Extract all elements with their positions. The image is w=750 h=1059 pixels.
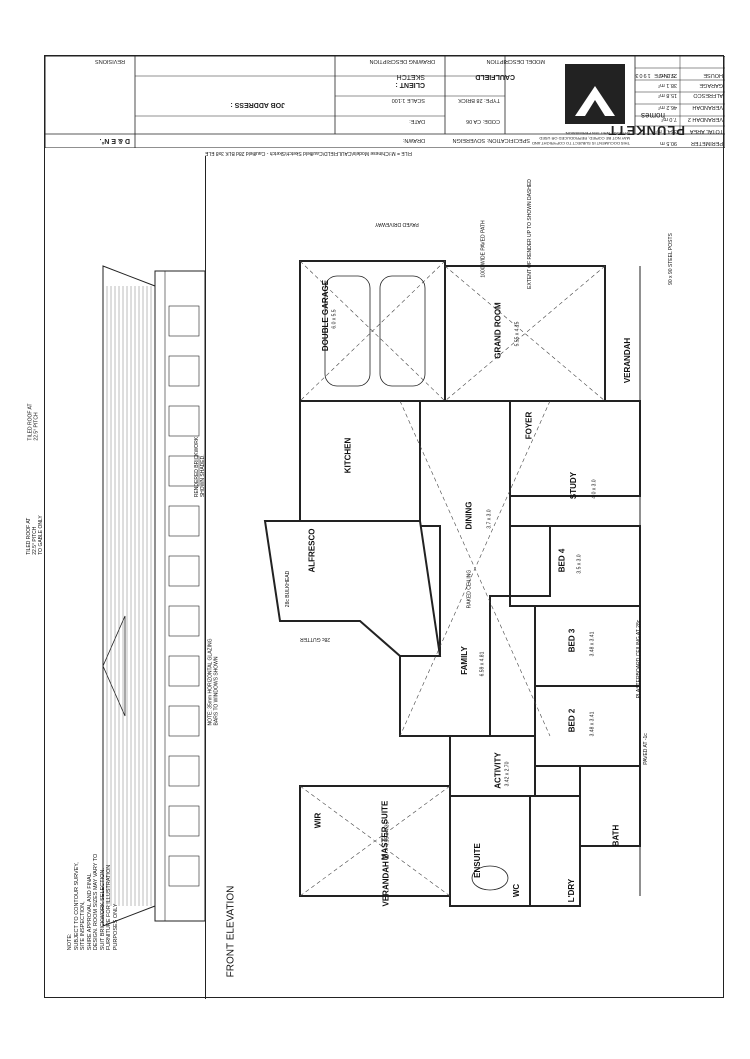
room-dining: DINING xyxy=(464,501,474,530)
drawing-sheet: D & E N°. JOB ADDRESS : CLIENT : REVISIO… xyxy=(26,55,725,999)
size-garage: 6.0 x 5.5 xyxy=(331,309,338,329)
room-activity: ACTIVITY xyxy=(493,752,503,789)
room-study: STUDY xyxy=(569,471,579,500)
drawing-type: SKETCH xyxy=(396,73,425,80)
room-bath: BATH xyxy=(611,824,621,847)
floor-plan xyxy=(263,260,641,907)
elevation-note-roof: TILED ROOF AT 22.5° PITCH xyxy=(27,403,40,441)
note-paved: PAVED AT -1c xyxy=(642,733,649,765)
room-verandah: VERANDAH xyxy=(623,337,633,384)
room-wc: WC xyxy=(512,883,522,898)
area-value: 15.8 m² xyxy=(658,92,677,98)
code: CODE: CA 06 xyxy=(466,118,500,124)
scale: SCALE 1:100 xyxy=(391,97,425,103)
elevation-note-gable: TILED ROOF AT 22.5° PITCH TO GABLE ONLY xyxy=(25,515,44,555)
note-bulkhead: 28c BULKHEAD xyxy=(285,570,292,608)
size-study: 4.0 x 3.0 xyxy=(591,479,598,499)
area-value: 27.3 m² xyxy=(658,72,677,78)
area-label: PERIMETER xyxy=(690,140,723,146)
area-value: 364.7 m² xyxy=(655,128,677,134)
area-label: TOTAL AREA xyxy=(689,128,723,134)
size-bed-2: 3.48 x 3.41 xyxy=(589,711,596,737)
size-master-suite: 4.55 x 4.35 xyxy=(384,821,391,847)
room-garage: DOUBLE GARAGE xyxy=(321,279,331,352)
size-bed-3: 3.48 x 3.41 xyxy=(589,631,596,657)
elevation-note-rendered: RENDERED BRICKWORK SHOWN SHADED. xyxy=(194,436,207,498)
room-wir: WIR xyxy=(313,812,323,829)
area-value: 46.2 m² xyxy=(658,104,677,110)
room-kitchen: KITCHEN xyxy=(343,437,353,474)
area-label: HOUSE xyxy=(703,72,723,78)
room-bed-4: BED 4 xyxy=(557,548,567,573)
note-plasterboard: PLASTERBOARD CEILING AT 28c xyxy=(636,619,643,699)
general-notes: NOTE: SUBJECT TO CONTOUR SURVEY, SITE IN… xyxy=(67,853,119,951)
room-bed-2: BED 2 xyxy=(567,708,577,733)
area-label: VERANDAH 2 xyxy=(687,116,723,122)
note-paved-path: 1000 WIDE PAVED PATH xyxy=(480,220,487,278)
area-label: VERANDAH xyxy=(692,104,723,110)
view-title: FRONT ELEVATION xyxy=(225,885,237,978)
specification: SPECIFICATION: SOVEREIGN xyxy=(452,137,530,143)
job-address-label: JOB ADDRESS : xyxy=(230,101,285,108)
room-foyer: FOYER xyxy=(524,411,534,440)
disclaimer: THIS DOCUMENT IS SUBJECT TO COPYRIGHT AN… xyxy=(531,131,630,146)
area-label: GARAGE xyxy=(699,82,723,88)
front-elevation xyxy=(102,265,206,927)
date-label: DATE: xyxy=(409,118,425,124)
area-value: 90.5 m xyxy=(660,140,677,146)
size-activity: 3.42 x 2.70 xyxy=(504,761,511,787)
size-dining: 3.7 x 3.0 xyxy=(486,509,493,529)
model-desc-label: MODEL DESCRIPTION xyxy=(486,58,545,64)
drawing-desc-label: DRAWING DESCRIPTION xyxy=(369,58,436,64)
title-block xyxy=(45,56,725,148)
drawn-label: DRAWN: xyxy=(402,137,425,143)
de-number: D & E N°. xyxy=(99,137,130,144)
note-extent-render: EXTENT OF RENDER UP TO SHOWN DASHED xyxy=(526,179,533,289)
size-family: 6.59 x 4.81 xyxy=(479,651,486,677)
model-name: CAULFIELD xyxy=(475,73,515,80)
room-verandah-2: VERANDAH 2 xyxy=(381,854,391,907)
area-value: 38.1 m² xyxy=(658,82,677,88)
area-value: 7.0 m² xyxy=(661,116,677,122)
room-family: FAMILY xyxy=(459,646,469,675)
client-label: CLIENT : xyxy=(395,81,425,88)
note-raked-ceiling: RAKED CEILING xyxy=(466,569,473,609)
area-table: PERIMETER 90.5 m TOTAL AREA 364.7 m² VER… xyxy=(635,70,725,148)
room-ensuite: ENSUITE xyxy=(472,843,482,878)
area-label: ALFRESCO xyxy=(693,92,723,98)
note-steel-posts: 90 x 90 STEEL POSTS xyxy=(667,233,674,285)
room-grand-room: GRAND ROOM xyxy=(493,302,503,359)
room-alfresco: ALFRESCO xyxy=(307,528,317,573)
size-bed-4: 3.5 x 3.0 xyxy=(576,554,583,574)
size-grand-room: 5.55 x 4.15 xyxy=(514,321,521,347)
room-bed-3: BED 3 xyxy=(567,628,577,653)
note-paved-driveway: PAVED DRIVEWAY xyxy=(375,221,419,227)
room-laundry: L'DRY xyxy=(567,878,577,903)
note-gutter: 28c GUTTER xyxy=(300,636,331,642)
type: TYPE: 28 BRICK xyxy=(458,97,500,103)
elevation-note-glazing: NOTE: 35mm HORIZONTAL GLAZING BARS TO WI… xyxy=(207,638,220,726)
file-path: FILE = M:\Chinese Models\CAULFIELD\Caulf… xyxy=(205,150,412,156)
revisions-label: REVISIONS xyxy=(95,58,125,64)
